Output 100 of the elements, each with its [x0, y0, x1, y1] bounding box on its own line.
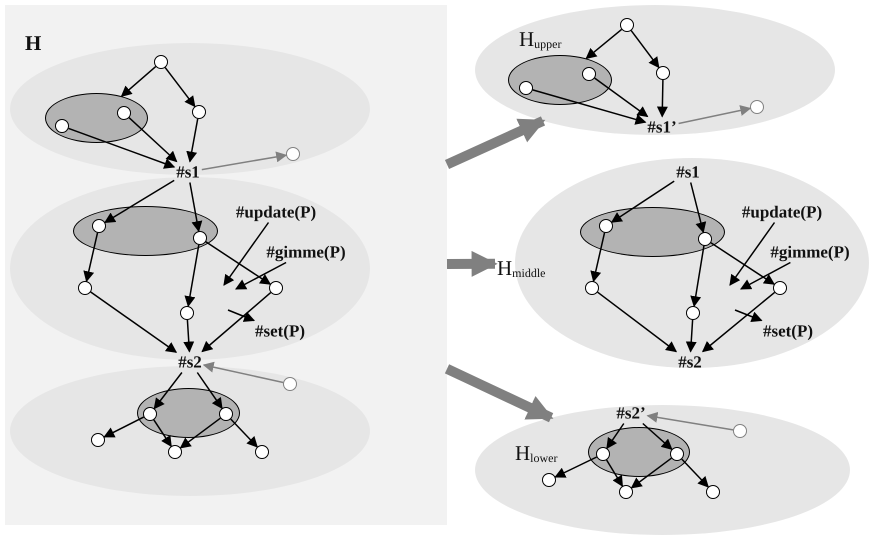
arrow: [702, 292, 776, 352]
state-circle: [154, 55, 168, 69]
hierarchy-title: H$_{upper}$: [519, 29, 562, 50]
state-circle: [599, 219, 613, 233]
state-circle: [92, 219, 106, 233]
arrow: [228, 309, 256, 322]
arrow: [205, 241, 272, 285]
arrow: [554, 456, 598, 478]
state-circle: [219, 407, 233, 421]
state-circle: [143, 407, 157, 421]
arrow: [235, 262, 286, 290]
arrow: [597, 292, 678, 352]
state-circle: [542, 473, 556, 487]
state-circle: [519, 81, 533, 95]
arrow: [656, 80, 668, 118]
state-circle: [585, 281, 599, 295]
state-circle: [192, 105, 206, 119]
state-label: #set(P): [254, 322, 306, 340]
arrow: [444, 364, 554, 422]
arrow: [183, 320, 194, 353]
state-circle: [55, 119, 69, 133]
arrow: [186, 118, 198, 163]
state-circle: [670, 447, 684, 461]
arrow: [196, 372, 223, 410]
state-circle: [619, 485, 633, 499]
state-label: #set(P): [762, 322, 814, 340]
state-circle: [193, 231, 207, 245]
state-circle: [596, 447, 610, 461]
arrow: [444, 116, 546, 170]
state-circle: [750, 100, 764, 114]
arrow: [189, 182, 202, 232]
arrow: [690, 246, 705, 308]
state-circle: [582, 67, 596, 81]
state-circle: [286, 147, 300, 161]
state-circle: [686, 306, 700, 320]
state-circle: [620, 18, 634, 32]
arrow: [590, 232, 606, 282]
arrow: [164, 67, 196, 108]
state-circle: [733, 424, 747, 438]
arrow: [594, 78, 648, 118]
arrow: [68, 128, 176, 169]
state-circle: [180, 306, 194, 320]
arrow: [630, 458, 672, 488]
arrow: [223, 222, 270, 286]
arrow: [128, 117, 178, 162]
arrow: [90, 291, 178, 353]
arrow: [202, 151, 288, 170]
group-ellipse: [588, 427, 690, 477]
hierarchy-title: H$_{middle}$: [497, 258, 546, 279]
arrow: [154, 372, 182, 410]
arrow: [678, 105, 752, 124]
state-label: #s2’: [616, 404, 646, 422]
arrow: [729, 222, 776, 286]
arrow: [686, 320, 697, 353]
state-circle: [117, 106, 131, 120]
state-circle: [283, 377, 297, 391]
arrow: [734, 309, 763, 322]
arrow: [180, 418, 221, 448]
arrow: [630, 30, 660, 68]
arrow: [104, 180, 175, 224]
state-circle: [706, 485, 720, 499]
state-label: #s1’: [647, 118, 677, 136]
arrow: [710, 242, 776, 285]
state-circle: [773, 281, 787, 295]
state-circle: [168, 445, 182, 459]
arrow: [646, 412, 734, 431]
arrow: [606, 460, 624, 487]
state-circle: [698, 232, 712, 246]
state-circle: [78, 281, 92, 295]
hierarchy-title: H$_{lower}$: [515, 443, 558, 464]
state-label: #s2: [178, 354, 202, 370]
arrow: [83, 232, 98, 282]
arrow: [585, 28, 622, 60]
state-label: #s2: [678, 354, 702, 370]
state-circle: [91, 433, 105, 447]
state-label: #update(P): [236, 204, 316, 220]
arrow: [532, 89, 646, 125]
arrow: [446, 250, 498, 277]
arrow: [184, 244, 200, 308]
state-circle: [269, 281, 283, 295]
state-label: #update(P): [742, 204, 822, 220]
arrow: [642, 422, 673, 450]
arrow: [606, 423, 624, 450]
hierarchy-panel: [5, 5, 447, 525]
arrow: [610, 180, 675, 223]
arrow: [681, 458, 709, 488]
arrow: [230, 418, 258, 448]
state-label: #s1: [676, 164, 700, 180]
arrow: [103, 416, 144, 438]
group-ellipse: [137, 388, 240, 438]
arrow: [201, 292, 272, 352]
state-circle: [656, 66, 670, 80]
state-label: #s1: [176, 164, 200, 180]
state-circle: [255, 445, 269, 459]
arrow: [202, 362, 284, 384]
hierarchy-title: H: [25, 33, 42, 54]
state-label: #gimme(P): [266, 244, 346, 260]
arrow: [740, 262, 791, 290]
state-label: #gimme(P): [770, 244, 850, 260]
arrow: [153, 419, 172, 448]
